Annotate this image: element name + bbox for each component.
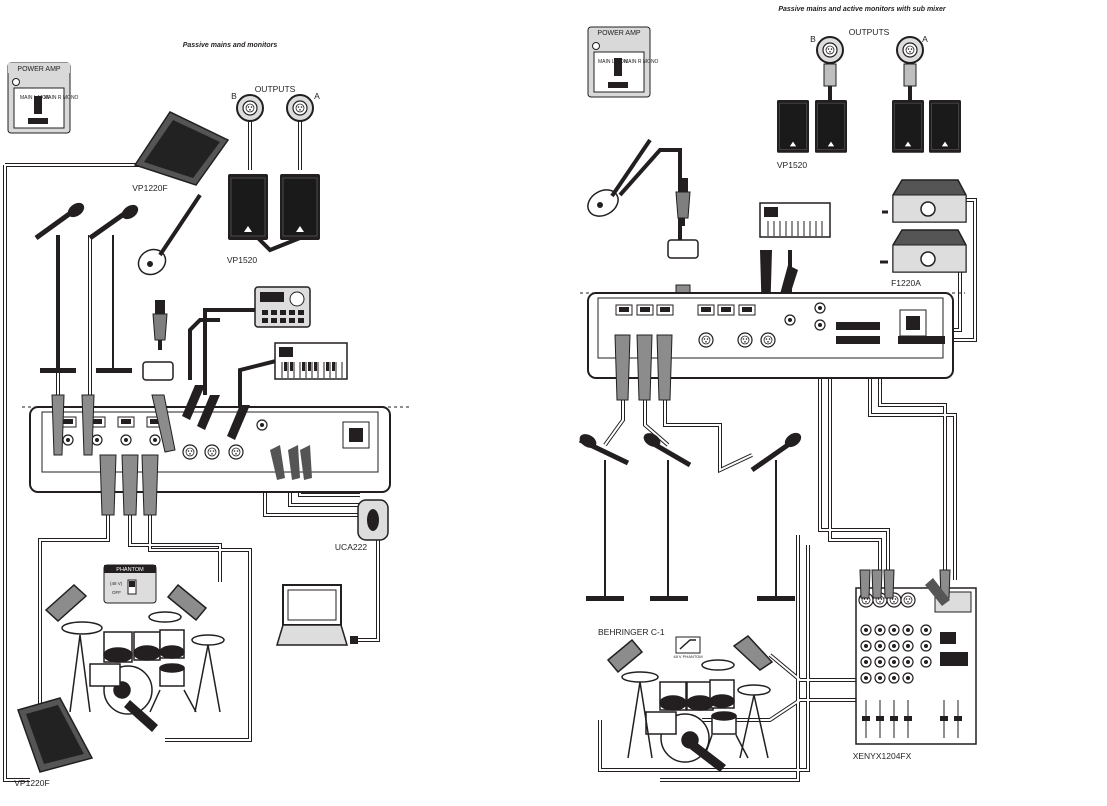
left-mixer-plugs — [51, 385, 312, 516]
right-outputs-label: OUTPUTS — [849, 27, 890, 37]
left-mic-2 — [88, 204, 139, 373]
left-bass-guitar — [137, 193, 202, 276]
left-mains-label: VP1520 — [227, 255, 258, 265]
left-kick-mic — [124, 700, 158, 732]
right-mic-3 — [750, 432, 802, 601]
left-caption: Passive mains and monitors — [183, 42, 278, 49]
right-phantom-note: 48 V PHANTOM — [673, 654, 702, 659]
right-c1-mic — [606, 638, 644, 674]
left-mic-1 — [34, 202, 85, 373]
right-kick-mic — [690, 742, 726, 772]
right-active-monitors — [880, 179, 967, 273]
left-monitor-bottom-label: VP1220F — [14, 778, 49, 788]
right-active-monitors-label: F1220A — [891, 278, 921, 288]
right-overhead-mic — [732, 635, 774, 671]
right-main-mixer — [580, 292, 965, 401]
left-monitor-top-label: VP1220F — [132, 183, 167, 193]
right-caption-text: Passive mains and active monitors with s… — [778, 6, 947, 13]
left-drum-kit — [61, 611, 225, 715]
right-bass-guitar — [587, 138, 652, 217]
left-diagram — [3, 62, 410, 782]
right-power-amp-left-label: MAIN L MON — [598, 59, 628, 65]
right-caption: Passive mains and active monitors with s… — [778, 6, 947, 13]
left-output-a-label: A — [314, 91, 320, 101]
right-output-b-label: B — [810, 34, 816, 44]
right-mic-1 — [578, 434, 630, 601]
left-power-amp-left-label: MAIN L MON — [20, 95, 50, 101]
right-phantom-icon — [675, 636, 701, 654]
right-c1-mic-label: BEHRINGER C-1 — [598, 627, 665, 637]
left-overhead-mic-r — [166, 583, 208, 622]
left-main-mixer — [22, 406, 410, 493]
right-output-a-label: A — [922, 34, 928, 44]
left-output-b-label: B — [231, 91, 237, 101]
right-drum-kit — [621, 659, 771, 763]
right-mains-label: VP1520 — [777, 160, 808, 170]
right-sub-mixer — [855, 569, 977, 745]
left-power-amp-right-label: MAIN R MONO — [44, 95, 79, 101]
right-sub-mixer-label: XENYX1204FX — [853, 751, 912, 761]
left-mains-speakers — [227, 173, 321, 241]
right-mains-speakers — [776, 99, 962, 154]
right-mic-2 — [643, 433, 692, 601]
left-keyboard — [274, 342, 348, 380]
left-monitor-bottom — [17, 697, 94, 773]
left-phantom-box — [103, 564, 157, 604]
left-phantom-off: OFF — [112, 590, 121, 595]
right-output-a-jack — [896, 36, 924, 64]
right-power-amp-right-label: MAIN R MONO — [624, 59, 659, 65]
left-uca222 — [357, 499, 389, 541]
left-monitor-top — [133, 111, 230, 186]
left-outputs-label: OUTPUTS — [255, 84, 296, 94]
right-output-b-jack — [816, 36, 844, 64]
left-output-a-jack — [286, 94, 314, 122]
right-power-amp — [587, 26, 651, 98]
left-laptop — [275, 584, 358, 646]
left-power-amp-title: POWER AMP — [17, 66, 61, 73]
left-phantom-on: (48 V) — [110, 581, 123, 586]
left-bass-di — [142, 299, 174, 381]
left-drum-machine — [254, 286, 311, 328]
left-output-b-jack — [236, 94, 264, 122]
right-power-amp-title: POWER AMP — [597, 30, 641, 37]
left-uca222-label: UCA222 — [335, 542, 367, 552]
left-overhead-mic-l — [44, 583, 88, 623]
left-power-amp — [7, 62, 71, 134]
right-diagram — [578, 26, 977, 782]
left-phantom-title: PHANTOM — [116, 567, 144, 573]
